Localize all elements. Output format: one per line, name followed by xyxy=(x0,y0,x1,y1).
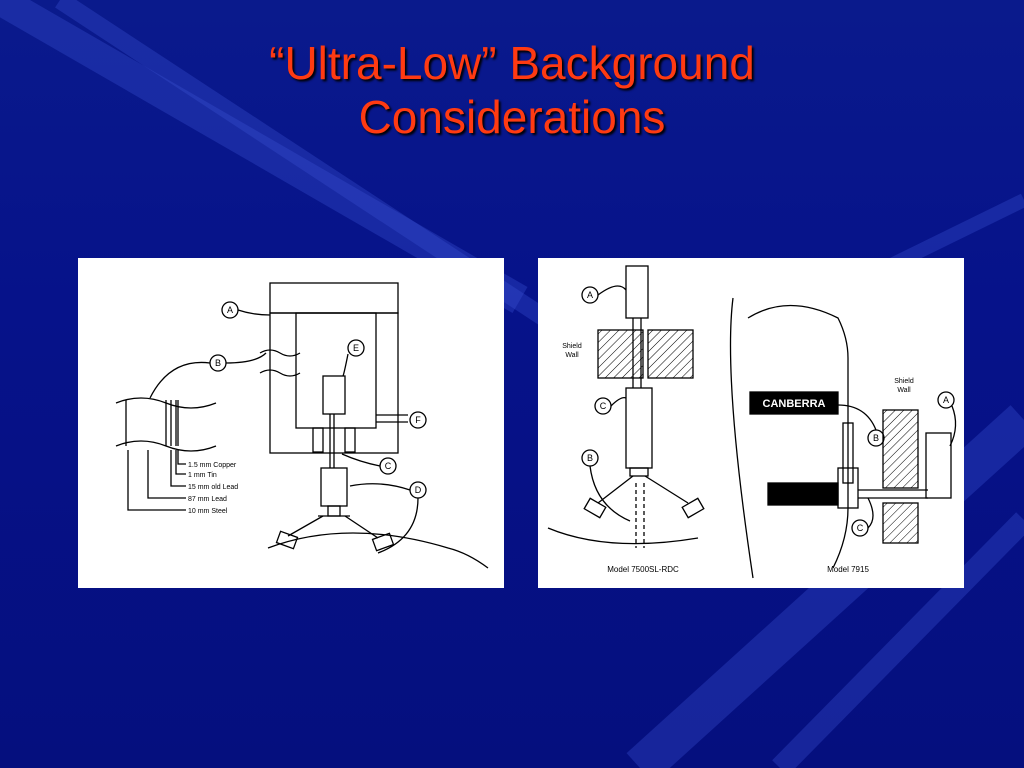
detector-capsule xyxy=(322,375,346,415)
model-right-label: Model 7915 xyxy=(827,565,869,574)
shield-label-left-2: Wall xyxy=(565,352,579,359)
callout-a-label: A xyxy=(227,305,233,315)
title-line-2: Considerations xyxy=(358,91,666,143)
dewar-dark-band xyxy=(767,482,839,506)
shield-lid xyxy=(269,282,399,314)
shield-wall-left-b xyxy=(647,329,694,379)
shield-diagram-right: A C B A B C Shield Wall Shield Wall CANB… xyxy=(538,258,964,588)
layer-old-lead-label: 15 mm old Lead xyxy=(188,484,238,491)
shield-wall-right-a xyxy=(882,409,919,489)
callout-e-label: E xyxy=(353,343,359,353)
right-callout-b2-label: B xyxy=(873,433,879,443)
shield-diagram-left: A B C D E F 1.5 mm Copper 1 mm Tin 15 mm… xyxy=(78,258,504,588)
shield-label-right-2: Wall xyxy=(897,387,911,394)
right-callout-a-label: A xyxy=(587,290,593,300)
shield-label-left-1: Shield xyxy=(562,343,582,350)
right-callout-c-label: C xyxy=(600,401,607,411)
shield-wall-right-b xyxy=(882,502,919,544)
shield-wall-left-a xyxy=(597,329,644,379)
right-callout-b-label: B xyxy=(587,453,593,463)
callout-c-label: C xyxy=(385,461,392,471)
callout-f-label: F xyxy=(415,415,421,425)
title-line-1: “Ultra-Low” Background xyxy=(269,37,755,89)
shield-cavity xyxy=(295,312,377,429)
detector-7500-capsule xyxy=(625,265,649,319)
shield-label-right-1: Shield xyxy=(894,378,914,385)
layer-tin-label: 1 mm Tin xyxy=(188,472,217,479)
layer-steel-label: 10 mm Steel xyxy=(188,508,228,515)
slide-title: “Ultra-Low” Background Considerations xyxy=(0,36,1024,144)
detector-models-svg: A C B A B C Shield Wall Shield Wall CANB… xyxy=(547,265,957,579)
dewar-brand-band xyxy=(749,391,839,415)
right-callout-c2-label: C xyxy=(857,523,864,533)
layer-copper-label: 1.5 mm Copper xyxy=(188,462,237,469)
preamp-7500 xyxy=(625,387,653,469)
model-left-label: Model 7500SL-RDC xyxy=(607,565,679,574)
callout-b-label: B xyxy=(215,358,221,368)
callout-d-label: D xyxy=(415,485,422,495)
shield-cross-section-svg: A B C D E F 1.5 mm Copper 1 mm Tin 15 mm… xyxy=(115,282,489,569)
detector-7915-capsule xyxy=(925,432,952,499)
layer-lead-label: 87 mm Lead xyxy=(188,496,227,503)
right-callout-a2-label: A xyxy=(943,395,949,405)
preamplifier xyxy=(320,467,348,507)
brand-logo-text: CANBERRA xyxy=(763,398,826,410)
